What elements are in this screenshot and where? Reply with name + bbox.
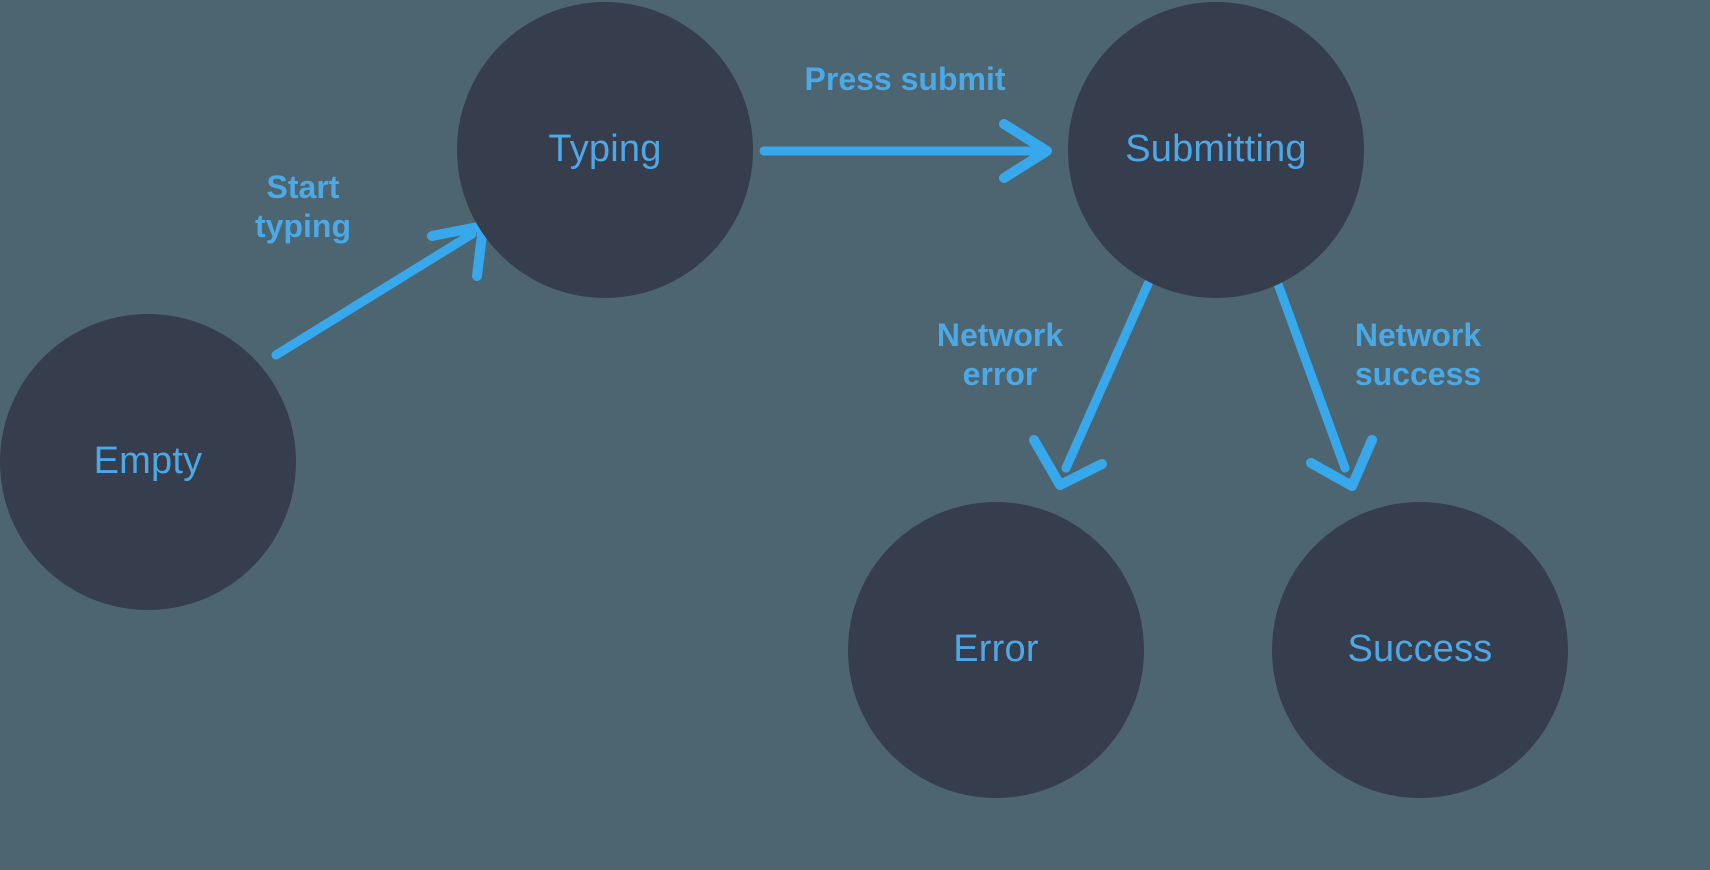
state-node-submitting[interactable]: Submitting	[1068, 2, 1364, 298]
edge-press-submit	[759, 119, 1052, 183]
edge-label-press-submit: Press submit	[804, 61, 1006, 97]
state-label-submitting: Submitting	[1125, 128, 1307, 171]
state-label-success: Success	[1347, 628, 1493, 671]
edge-label-network-error: Network error	[936, 317, 1064, 393]
state-label-empty: Empty	[93, 440, 203, 483]
state-node-typing[interactable]: Typing	[457, 2, 753, 298]
edge-network-error	[1029, 279, 1153, 490]
state-label-typing: Typing	[548, 128, 662, 171]
state-node-error[interactable]: Error	[848, 502, 1144, 798]
state-node-empty[interactable]: Empty	[0, 314, 296, 610]
edge-label-network-success: Network success	[1354, 317, 1482, 393]
edge-network-success	[1273, 279, 1377, 491]
state-label-error: Error	[953, 628, 1039, 671]
edge-label-start-typing: Start typing	[255, 169, 351, 245]
state-node-success[interactable]: Success	[1272, 502, 1568, 798]
